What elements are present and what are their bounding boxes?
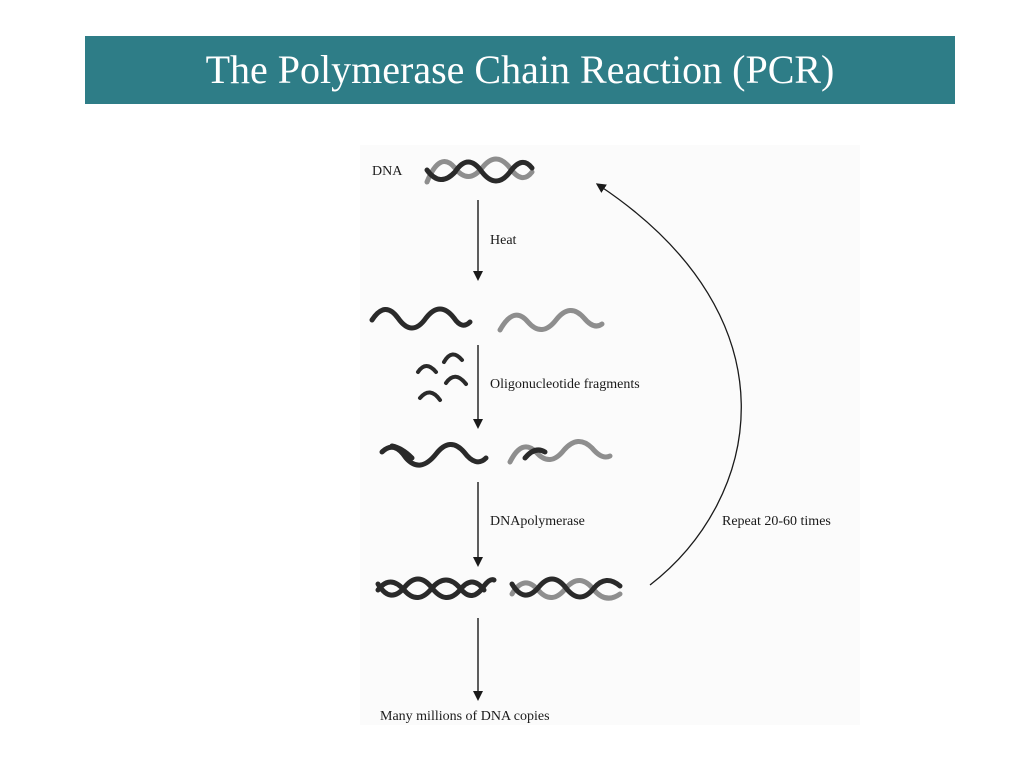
diagram-panel: [360, 145, 860, 725]
title-bar: The Polymerase Chain Reaction (PCR): [85, 36, 955, 104]
slide-title: The Polymerase Chain Reaction (PCR): [205, 47, 835, 92]
